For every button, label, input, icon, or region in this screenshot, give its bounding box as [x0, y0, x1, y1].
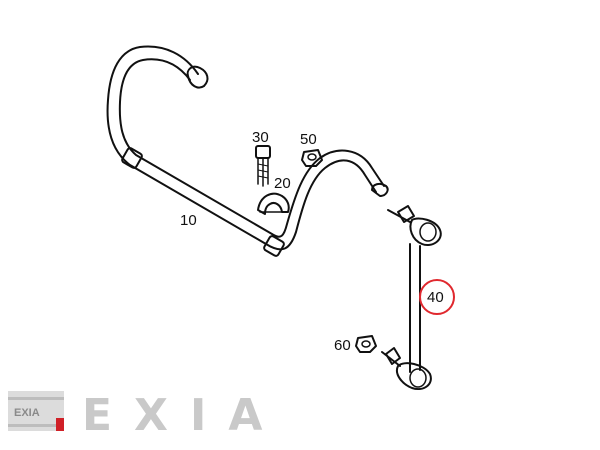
callout-60: 60 [334, 337, 351, 354]
callout-30: 30 [252, 129, 269, 146]
watermark-logo: EXIA EXIA [8, 390, 284, 441]
logo-badge-text: EXIA [14, 407, 40, 419]
callout-40-highlight-circle [419, 279, 455, 315]
nut-60 [355, 335, 377, 353]
nut-50 [301, 149, 323, 167]
callout-50: 50 [300, 131, 317, 148]
stabilizer-link [381, 205, 442, 390]
stabilizer-bar [106, 45, 389, 257]
bolt [255, 145, 271, 187]
logo-badge: EXIA [8, 391, 64, 431]
logo-wordmark: EXIA [82, 390, 284, 441]
callout-10: 10 [180, 212, 197, 229]
bushing-bracket [257, 192, 290, 215]
callout-40: 40 [427, 289, 444, 306]
callout-20: 20 [274, 175, 291, 192]
